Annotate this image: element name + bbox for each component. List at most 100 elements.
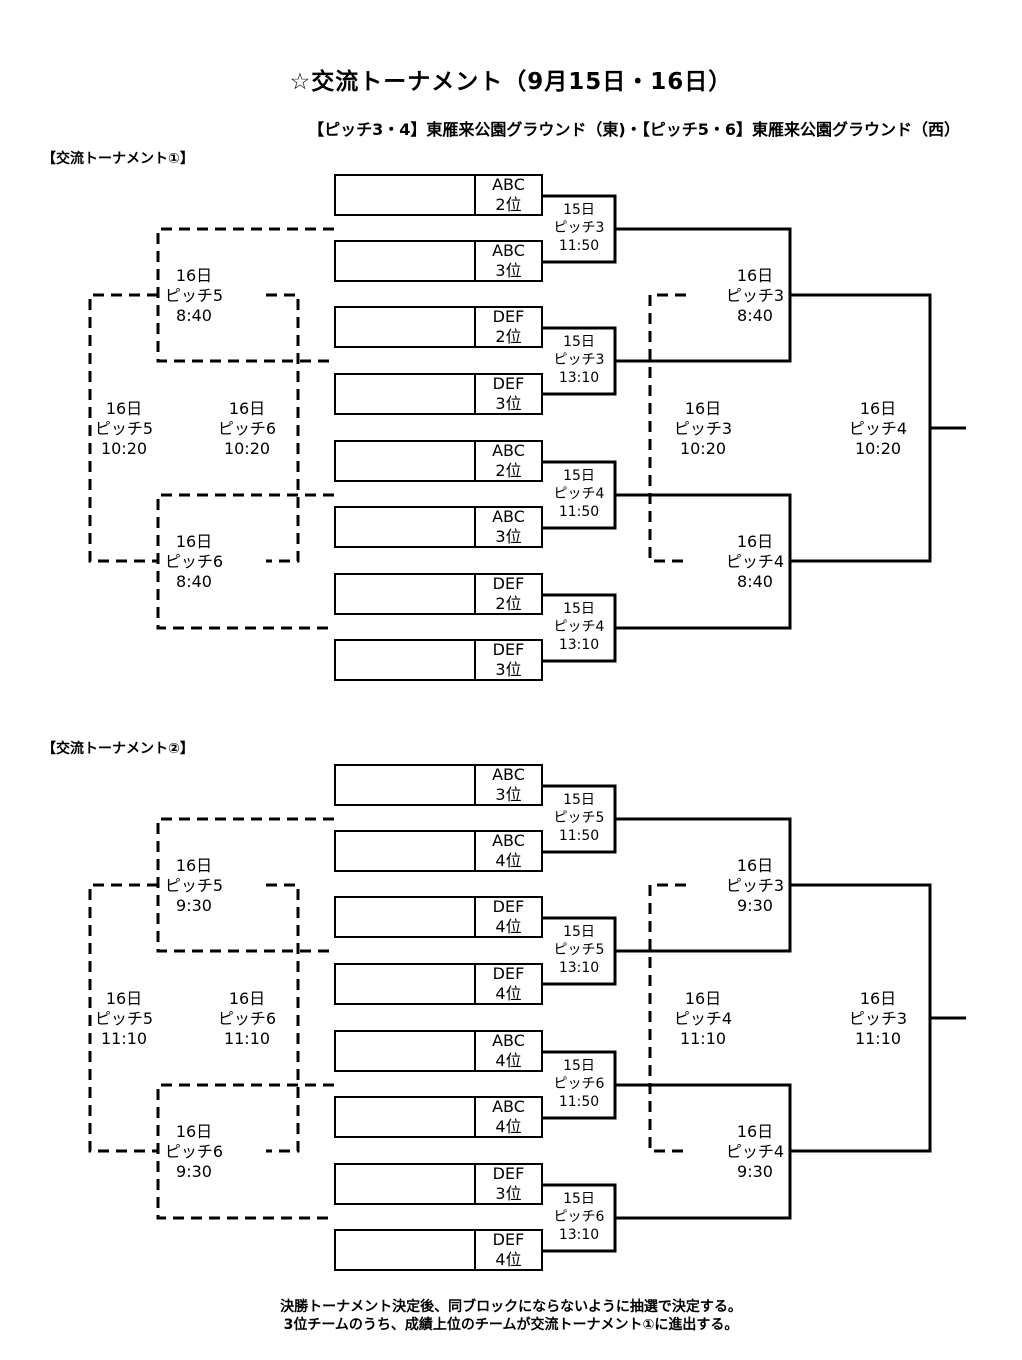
seed-group: DEF (492, 307, 525, 326)
seed-rank: 4位 (495, 984, 522, 1003)
team-name-blank (336, 965, 476, 1003)
match-day: 16日 (175, 856, 213, 875)
match-time: 13:10 (558, 637, 600, 653)
match-time: 8:40 (176, 306, 212, 325)
match-pitch: ピッチ3 (725, 286, 785, 305)
third-place-bracket (648, 293, 686, 563)
team-name-blank (336, 1098, 476, 1136)
seed-rank: 4位 (495, 917, 522, 936)
section-heading: 【交流トーナメント②】 (42, 741, 194, 757)
team-name-blank (336, 1231, 476, 1269)
team-name-blank (336, 1032, 476, 1070)
match-day: 16日 (684, 989, 722, 1008)
team-name-blank (336, 898, 476, 936)
seed-group: DEF (492, 374, 525, 393)
team-name-blank (336, 1165, 476, 1203)
match-time: 10:20 (100, 439, 148, 458)
losers-left-bracket (88, 293, 158, 563)
match-day: 16日 (175, 532, 213, 551)
seed-group: ABC (492, 1097, 525, 1116)
seed-rank: 3位 (495, 394, 522, 413)
match-pitch: ピッチ5 (553, 810, 605, 826)
match-pitch: ピッチ3 (673, 419, 733, 438)
match-time: 11:10 (223, 1029, 271, 1048)
seed-group: DEF (492, 897, 525, 916)
team-name-blank (336, 766, 476, 804)
match-day: 16日 (228, 399, 266, 418)
footnote-line-1: 決勝トーナメント決定後、同ブロックにならないように抽選で決定する。 (280, 1299, 742, 1315)
section-heading: 【交流トーナメント①】 (42, 151, 194, 167)
match-pitch: ピッチ3 (553, 352, 605, 368)
match-day: 16日 (736, 532, 774, 551)
match-pitch: ピッチ4 (673, 1009, 733, 1028)
seed-rank: 4位 (495, 1250, 522, 1269)
venue-note: 【ピッチ3・4】東雁来公園グラウンド（東)・【ピッチ5・6】東雁来公園グラウンド… (308, 120, 960, 139)
match-time: 9:30 (176, 1162, 212, 1181)
losers-right-bracket (266, 293, 300, 563)
match-time: 11:50 (558, 828, 600, 844)
match-day: 15日 (563, 334, 595, 350)
page-title: ☆交流トーナメント（9月15日・16日） (289, 69, 733, 95)
match-pitch: ピッチ6 (217, 1009, 277, 1028)
match-day: 15日 (563, 468, 595, 484)
match-pitch: ピッチ4 (553, 619, 605, 635)
match-day: 15日 (563, 601, 595, 617)
match-pitch: ピッチ5 (94, 1009, 154, 1028)
match-time: 11:10 (100, 1029, 148, 1048)
match-day: 16日 (736, 266, 774, 285)
match-time: 8:40 (737, 306, 773, 325)
seed-rank: 3位 (495, 261, 522, 280)
seed-rank: 2位 (495, 461, 522, 480)
match-day: 16日 (736, 856, 774, 875)
seed-group: DEF (492, 640, 525, 659)
seed-group: DEF (492, 964, 525, 983)
match-day: 15日 (563, 202, 595, 218)
third-place-bracket (648, 883, 686, 1153)
team-name-blank (336, 832, 476, 870)
seed-group: ABC (492, 831, 525, 850)
team-name-blank (336, 242, 476, 280)
seed-rank: 4位 (495, 1051, 522, 1070)
match-pitch: ピッチ4 (725, 552, 785, 571)
seed-group: ABC (492, 241, 525, 260)
seed-group: DEF (492, 1164, 525, 1183)
match-time: 9:30 (737, 896, 773, 915)
match-time: 10:20 (223, 439, 271, 458)
match-time: 11:10 (679, 1029, 727, 1048)
match-time: 8:40 (737, 572, 773, 591)
match-pitch: ピッチ4 (553, 486, 605, 502)
footnote-line-2: 3位チームのうち、成績上位のチームが交流トーナメント①に進出する。 (283, 1317, 739, 1333)
match-day: 15日 (563, 924, 595, 940)
seed-group: DEF (492, 574, 525, 593)
match-pitch: ピッチ6 (217, 419, 277, 438)
team-name-blank (336, 308, 476, 346)
match-pitch: ピッチ6 (164, 1142, 224, 1161)
